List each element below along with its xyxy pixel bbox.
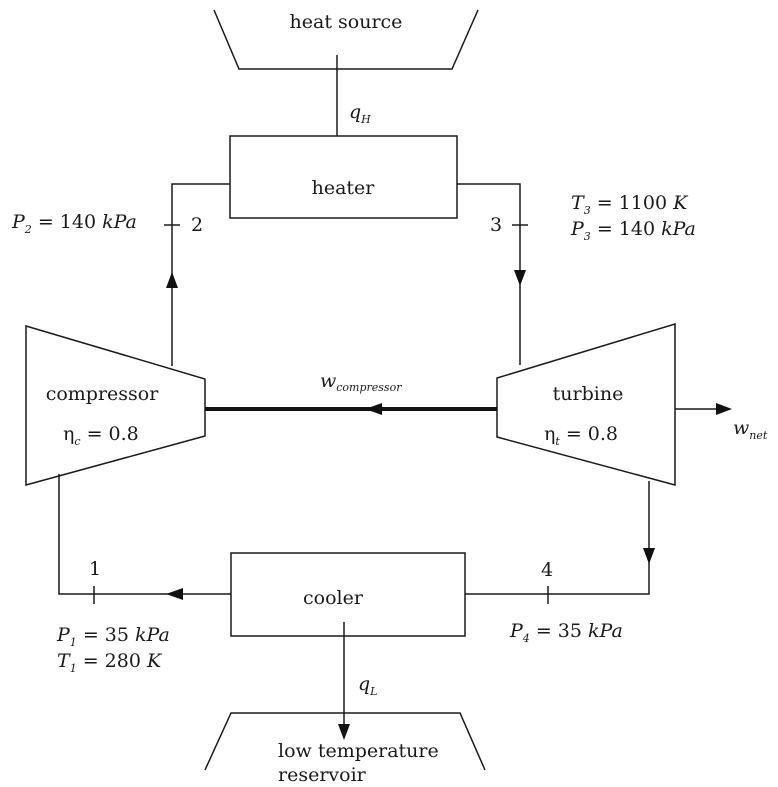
state3-flow-arrow: [514, 270, 526, 286]
pipe-cooler-to-compressor: [58, 474, 231, 595]
heat-source-label: heat source: [290, 11, 403, 33]
compressor-efficiency: ηc= 0.8: [63, 423, 139, 448]
turbine-exit-flow-arrow: [643, 548, 655, 564]
heater-box: [229, 135, 458, 219]
compressor-label: compressor: [46, 383, 160, 405]
T1-condition: T1 = 280 K: [57, 650, 163, 675]
P2-condition: P2 = 140 kPa: [11, 211, 137, 236]
heat-source-reservoir: [213, 9, 479, 70]
P4-condition: P4 = 35 kPa: [509, 620, 623, 645]
state4-number: 4: [541, 559, 553, 581]
compressor-shape: [25, 324, 206, 486]
low-temperature-reservoir: [204, 712, 486, 771]
turbine-label: turbine: [553, 383, 624, 405]
pipe-heater-to-turbine: [457, 183, 521, 365]
pipe-turbine-to-cooler: [465, 481, 650, 595]
wcompressor-arrow-head: [365, 403, 382, 415]
low-temp-label-line1: low temperature: [278, 740, 439, 762]
cooler-box: [230, 552, 466, 637]
turbine-efficiency: ηt= 0.8: [544, 423, 618, 448]
wnet-arrow-head: [716, 403, 732, 415]
state2-number: 2: [191, 214, 203, 236]
wnet-label: wnet: [733, 417, 768, 442]
turbine-shape: [496, 322, 676, 486]
qL-arrow-head: [338, 724, 350, 740]
low-temp-label-line2: reservoir: [278, 764, 367, 786]
heater-label: heater: [312, 177, 376, 199]
qL-label: qL: [358, 673, 377, 698]
P3-condition: P3 = 140 kPa: [570, 218, 696, 243]
state2-flow-arrow: [166, 272, 178, 288]
state3-number: 3: [490, 214, 502, 236]
cooler-label: cooler: [303, 587, 364, 609]
T3-condition: T3 = 1100 K: [571, 192, 689, 217]
P1-condition: P1 = 35 kPa: [56, 624, 170, 649]
state1-number: 1: [89, 558, 101, 580]
wcompressor-label: wcompressor: [320, 370, 402, 394]
state1-flow-arrow: [166, 588, 183, 600]
pipe-compressor-to-heater: [171, 183, 230, 366]
qH-label: qH: [349, 101, 371, 126]
